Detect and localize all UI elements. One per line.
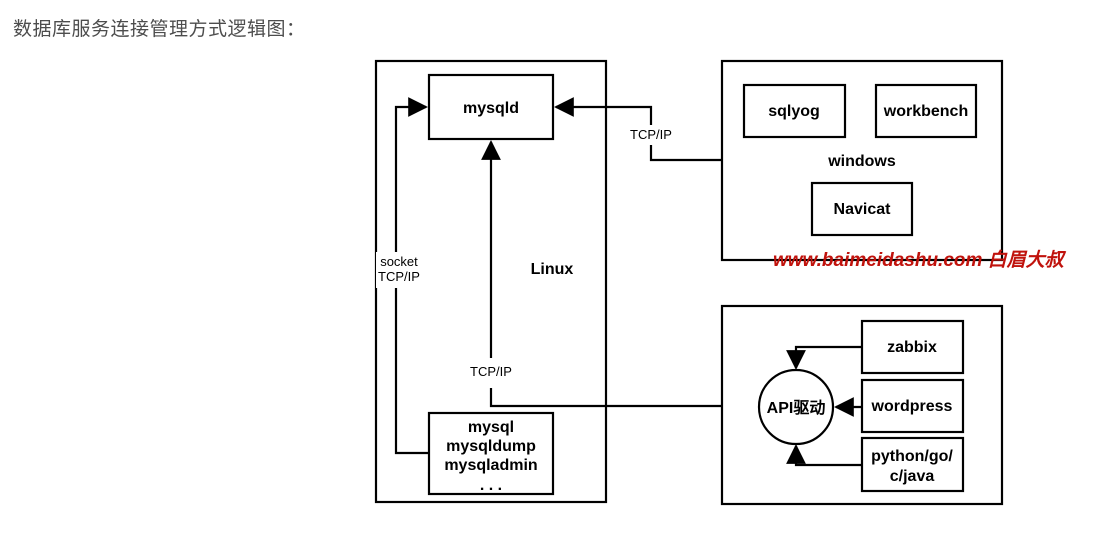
windows-connector-upper (554, 97, 653, 125)
mysqld-box (427, 73, 555, 141)
windows-label: windows (827, 153, 896, 170)
client-mysql: mysql (468, 419, 514, 436)
wordpress-label: wordpress (871, 398, 953, 415)
wordpress-box (860, 378, 965, 434)
socket-label: socket (380, 254, 418, 269)
api-connector-bottom (489, 388, 721, 408)
sqlyog-box (742, 83, 847, 139)
linux-label: Linux (531, 261, 574, 278)
workbench-box (874, 83, 978, 139)
navicat-label: Navicat (834, 201, 892, 218)
page-heading: 数据库服务连接管理方式逻辑图： (13, 18, 306, 40)
sqlyog-label: sqlyog (768, 103, 820, 120)
socket-label-bg (376, 252, 420, 288)
api-tcpip-label: TCP/IP (470, 364, 512, 379)
navicat-box (810, 181, 914, 237)
zabbix-arrow (786, 345, 862, 370)
windows-tcpip-label: TCP/IP (630, 127, 672, 142)
api-driver-circle (757, 368, 835, 446)
workbench-label: workbench (883, 103, 968, 120)
api-driver-label: API驱动 (767, 399, 826, 417)
windows-connector-lower (649, 145, 721, 162)
client-ellipsis: . . . (480, 477, 502, 494)
mysqld-label: mysqld (463, 100, 519, 117)
socket-tcpip-label: TCP/IP (378, 269, 420, 284)
watermark: www.baimeidashu.com 白眉大叔 (773, 249, 1067, 271)
zabbix-label: zabbix (887, 339, 937, 356)
client-mysqldump: mysqldump (446, 438, 536, 455)
python-arrow (786, 444, 862, 467)
java-label: c/java (890, 468, 935, 485)
python-label: python/go/ (871, 448, 953, 465)
client-mysqladmin: mysqladmin (444, 457, 537, 474)
